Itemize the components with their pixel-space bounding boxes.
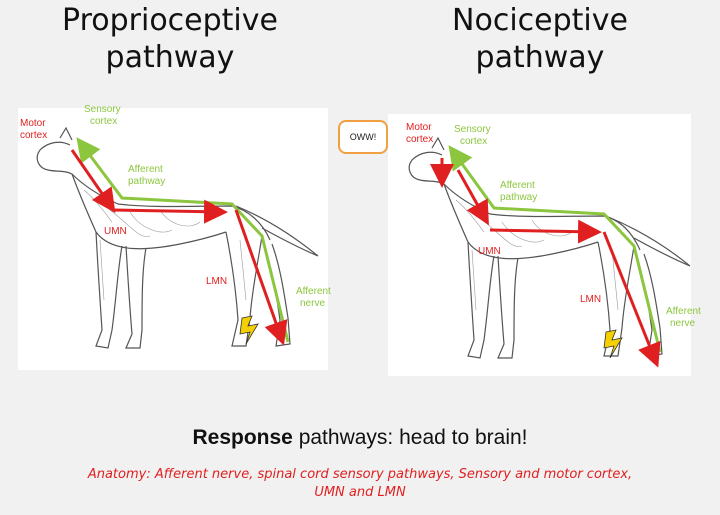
note-line: UMN and LMN <box>314 485 406 500</box>
label-umn-left: UMN <box>104 226 127 237</box>
response-heading: Response pathways: head to brain! <box>0 426 720 450</box>
motor-umn-descend-left <box>70 149 116 213</box>
proprioceptive-title: Proprioceptive pathway <box>40 2 300 76</box>
label-lmn-left: LMN <box>206 276 228 287</box>
note-line: Anatomy: Afferent nerve, spinal cord sen… <box>87 467 633 482</box>
label-lmn-right: LMN <box>580 294 602 305</box>
title-line: Nociceptive <box>452 3 628 38</box>
motor-umn-descend-right <box>456 169 489 226</box>
anatomy-note: Anatomy: Afferent nerve, spinal cord sen… <box>0 466 720 502</box>
speech-bubble: OWW! <box>338 120 388 154</box>
title-line: Proprioceptive <box>62 3 278 38</box>
pain-bolt-icon <box>603 329 623 359</box>
label-umn-right: UMN <box>478 246 501 257</box>
response-bold: Response <box>192 426 293 449</box>
response-rest: pathways: head to brain! <box>292 426 528 449</box>
pain-bolt-icon <box>239 315 259 345</box>
title-line: pathway <box>475 40 605 75</box>
motor-umn-horizontal-left <box>111 199 228 224</box>
motor-umn-horizontal-right <box>489 219 602 244</box>
motor-lmn-right <box>602 231 661 368</box>
dog-outline-right <box>408 136 691 359</box>
nociceptive-diagram-panel <box>388 114 691 376</box>
nociceptive-title: Nociceptive pathway <box>410 2 670 76</box>
motor-lmn-left <box>234 209 288 346</box>
sensory-pathway-right <box>448 145 662 353</box>
title-line: pathway <box>105 40 235 75</box>
sensory-pathway-left <box>76 137 290 343</box>
